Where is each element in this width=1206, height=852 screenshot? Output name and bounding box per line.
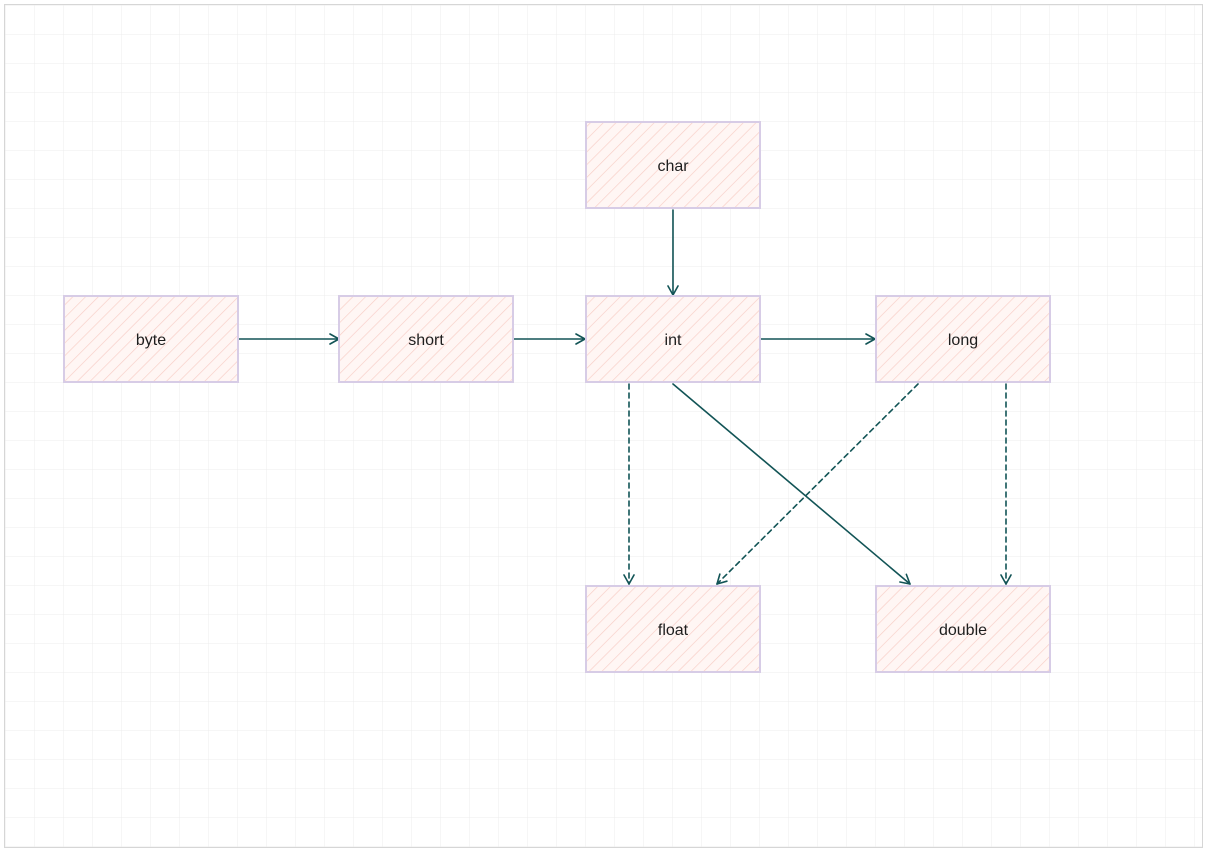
arrow-int-to-double[interactable]	[672, 383, 911, 585]
node-short[interactable]: short	[338, 295, 514, 383]
node-label-long: long	[948, 332, 978, 349]
node-box-int[interactable]	[585, 295, 761, 383]
node-char[interactable]: char	[585, 121, 761, 209]
node-label-double: double	[939, 622, 987, 639]
canvas-frame	[4, 4, 1203, 848]
node-box-byte[interactable]	[63, 295, 239, 383]
node-label-float: float	[658, 622, 689, 639]
node-label-int: int	[665, 332, 682, 349]
node-box-float[interactable]	[585, 585, 761, 673]
node-int[interactable]: int	[585, 295, 761, 383]
node-float[interactable]: float	[585, 585, 761, 673]
node-box-short[interactable]	[338, 295, 514, 383]
node-box-char[interactable]	[585, 121, 761, 209]
nodes-layer: char byte short int long float double	[63, 121, 1051, 673]
node-label-char: char	[657, 158, 689, 175]
node-label-short: short	[408, 332, 444, 349]
node-box-double[interactable]	[875, 585, 1051, 673]
edges-layer	[237, 209, 1012, 585]
node-double[interactable]: double	[875, 585, 1051, 673]
node-byte[interactable]: byte	[63, 295, 239, 383]
node-long[interactable]: long	[875, 295, 1051, 383]
node-label-byte: byte	[136, 332, 166, 349]
arrow-long-to-float[interactable]	[716, 383, 919, 585]
node-box-long[interactable]	[875, 295, 1051, 383]
